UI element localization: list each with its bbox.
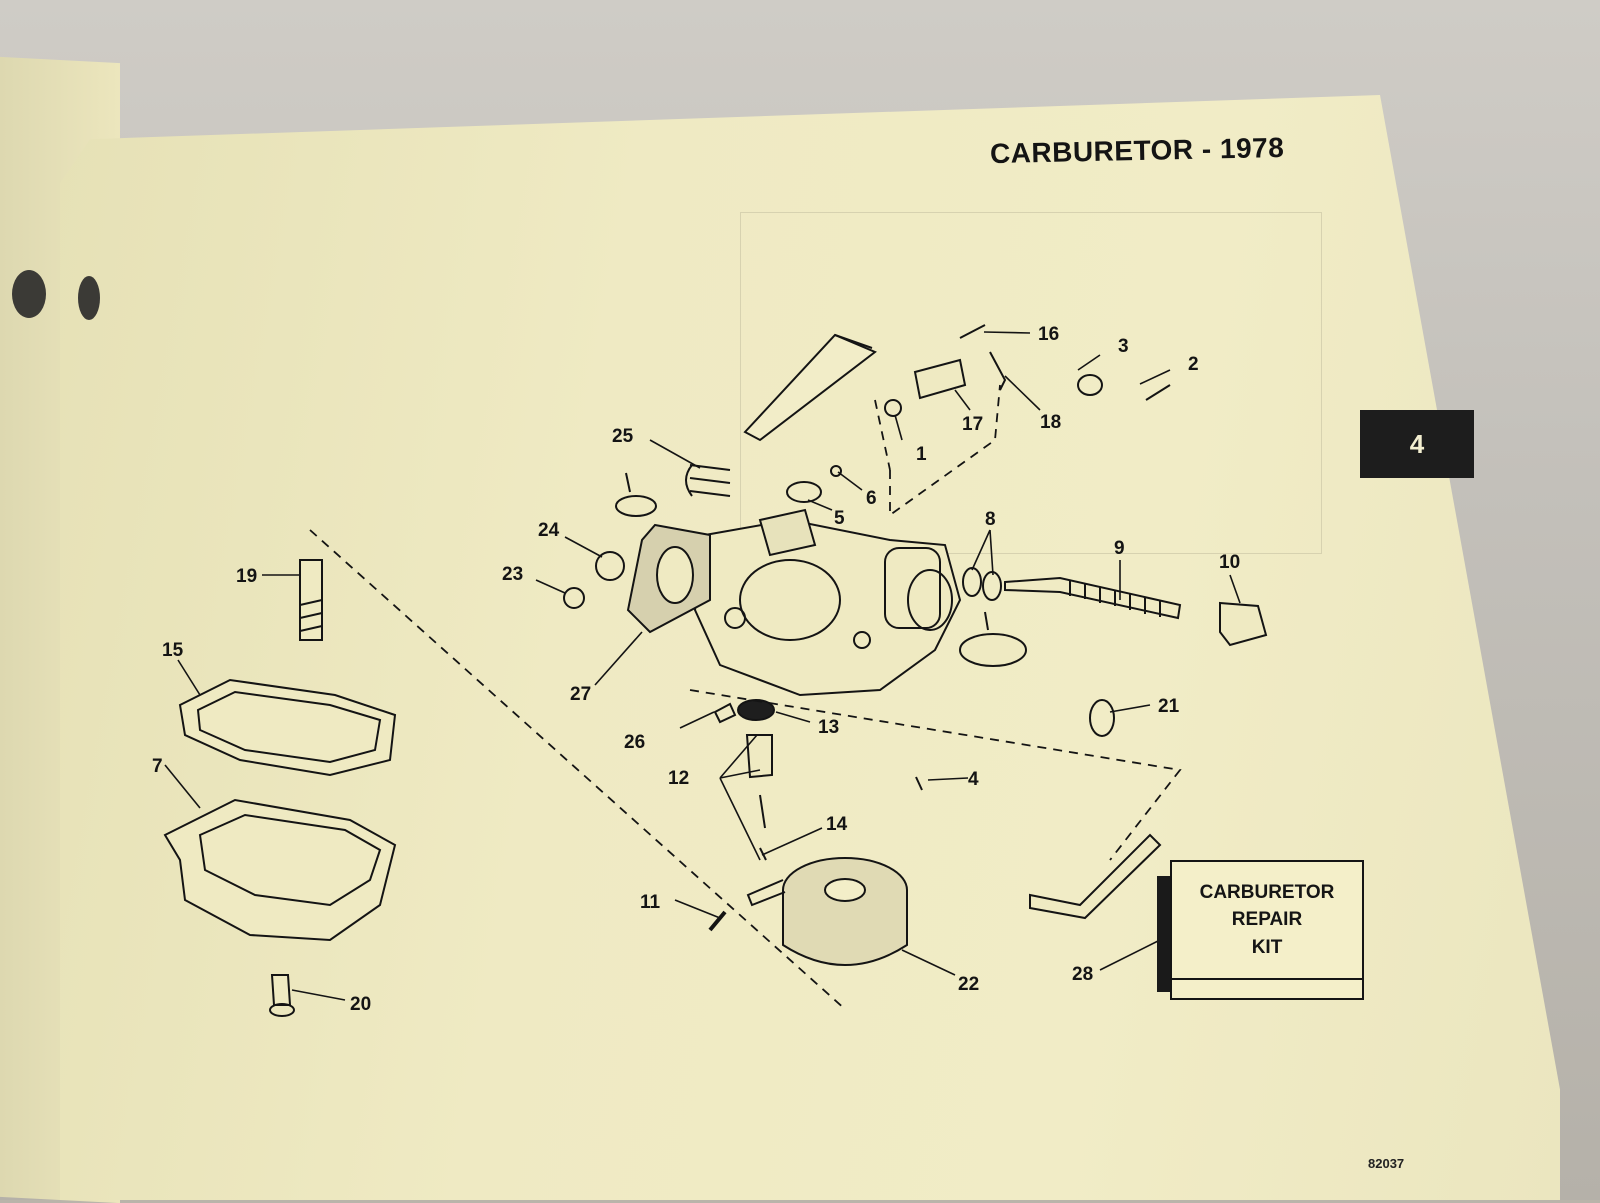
plug-10 bbox=[1219, 601, 1268, 647]
repair-kit-box: CARBURETOR REPAIR KIT bbox=[1170, 860, 1364, 980]
washer-24 bbox=[595, 551, 625, 581]
spring-25 bbox=[685, 464, 731, 497]
callout-22: 22 bbox=[958, 974, 979, 995]
float-22 bbox=[746, 857, 908, 966]
throttle-shaft bbox=[743, 333, 877, 442]
screw-2 bbox=[1145, 384, 1171, 401]
screw-20 bbox=[269, 974, 295, 1017]
disc bbox=[615, 495, 657, 517]
callout-12: 12 bbox=[668, 768, 689, 789]
nut-26 bbox=[713, 702, 737, 724]
needle-12 bbox=[759, 794, 766, 829]
callout-16: 16 bbox=[1038, 324, 1059, 345]
callout-11: 11 bbox=[640, 892, 661, 913]
callout-26: 26 bbox=[624, 732, 645, 753]
callout-21: 21 bbox=[1158, 696, 1180, 717]
washer-8b bbox=[982, 571, 1002, 601]
callout-14: 14 bbox=[826, 814, 848, 835]
callout-25: 25 bbox=[612, 426, 634, 447]
callout-2: 2 bbox=[1188, 354, 1199, 375]
callout-24: 24 bbox=[538, 520, 560, 541]
figure-code: 82037 bbox=[1368, 1156, 1405, 1171]
gasket-13 bbox=[737, 699, 775, 721]
washer-8a bbox=[962, 567, 982, 597]
repair-kit-label: CARBURETOR REPAIR KIT bbox=[1199, 881, 1335, 958]
callout-3: 3 bbox=[1118, 336, 1129, 357]
bushing-3 bbox=[1077, 374, 1103, 396]
callout-13: 13 bbox=[818, 717, 839, 738]
screw bbox=[984, 611, 989, 631]
screw-4 bbox=[915, 776, 923, 791]
callout-18: 18 bbox=[1040, 412, 1061, 433]
callout-4: 4 bbox=[968, 769, 979, 790]
gasket-15 bbox=[178, 678, 397, 777]
plate bbox=[959, 633, 1027, 667]
needle-9 bbox=[1004, 576, 1182, 620]
callout-numbers: 1 2 3 4 5 6 7 8 9 10 11 12 13 14 15 16 1… bbox=[152, 324, 1240, 1015]
callout-19: 19 bbox=[236, 566, 257, 587]
binder-hole bbox=[78, 276, 100, 320]
callout-28: 28 bbox=[1072, 964, 1093, 985]
callout-27: 27 bbox=[570, 684, 591, 705]
callout-1: 1 bbox=[916, 444, 927, 465]
pin-11 bbox=[708, 910, 727, 932]
callout-7: 7 bbox=[152, 756, 163, 777]
callout-15: 15 bbox=[162, 640, 184, 661]
washer-23 bbox=[563, 587, 585, 609]
repair-kit-box-bottom bbox=[1170, 976, 1364, 1000]
carburetor-body bbox=[693, 508, 962, 697]
wire-18 bbox=[989, 351, 1007, 391]
repair-kit-box-side bbox=[1157, 876, 1171, 992]
callout-9: 9 bbox=[1114, 538, 1125, 559]
seat-12 bbox=[745, 734, 773, 779]
callout-5: 5 bbox=[834, 508, 845, 529]
screw-16 bbox=[959, 324, 986, 339]
washer-21 bbox=[1089, 699, 1115, 737]
washer-1 bbox=[884, 399, 902, 417]
callout-8: 8 bbox=[985, 509, 996, 530]
bleed-through-table bbox=[740, 212, 1322, 554]
screw-b bbox=[625, 472, 631, 493]
float-bowl-7 bbox=[163, 798, 397, 942]
ball-6 bbox=[830, 465, 842, 477]
plug-5 bbox=[786, 481, 822, 503]
callout-23: 23 bbox=[502, 564, 523, 585]
callout-17: 17 bbox=[962, 414, 983, 435]
gasket-27 bbox=[626, 523, 711, 634]
lever-17 bbox=[913, 358, 967, 400]
binder-hole bbox=[12, 270, 46, 318]
screw-19 bbox=[299, 559, 323, 641]
fuel-line-link bbox=[1029, 833, 1162, 920]
callout-10: 10 bbox=[1219, 552, 1240, 573]
section-tab: 4 bbox=[1360, 410, 1474, 478]
callout-6: 6 bbox=[866, 488, 877, 509]
callout-20: 20 bbox=[350, 994, 371, 1015]
